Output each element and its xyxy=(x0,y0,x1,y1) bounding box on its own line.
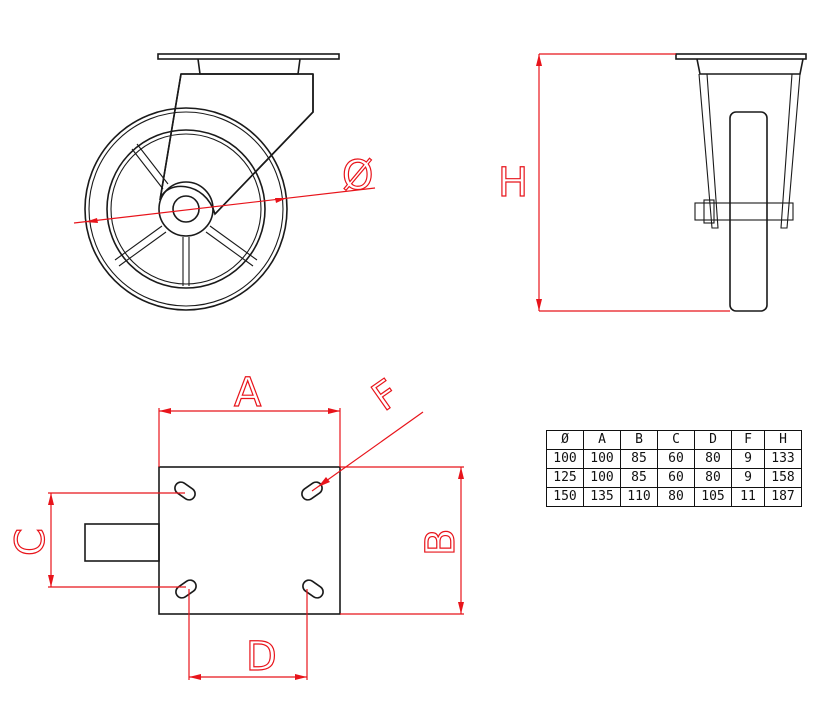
table-cell: 187 xyxy=(764,487,802,507)
d-arrow-left xyxy=(189,674,201,680)
side-wheel-spokes xyxy=(114,143,258,286)
front-wheel xyxy=(729,111,768,312)
table-header-cell: A xyxy=(583,430,621,450)
a-arrow-right xyxy=(328,408,340,414)
table-header-cell: H xyxy=(764,430,802,450)
table-cell: 110 xyxy=(620,487,658,507)
diameter-label: Ø xyxy=(342,153,373,199)
dimension-spec-table: Ø A B C D F H 100 100 85 60 80 9 133 125… xyxy=(546,430,802,507)
table-header-cell: D xyxy=(694,430,732,450)
d-arrow-right xyxy=(295,674,307,680)
plate-stem xyxy=(84,523,160,562)
table-cell: 85 xyxy=(620,468,658,488)
side-wheel-outer xyxy=(84,107,288,311)
plate-outline xyxy=(158,466,341,615)
table-cell: 135 xyxy=(583,487,621,507)
table-cell: 125 xyxy=(546,468,584,488)
plate-mounting-slots xyxy=(174,481,324,599)
diameter-dimension-line xyxy=(73,187,376,224)
table-cell: 105 xyxy=(694,487,732,507)
side-fork xyxy=(159,73,314,215)
plate-view: A B C D F xyxy=(7,369,464,680)
side-view: Ø xyxy=(73,53,376,311)
table-cell: 11 xyxy=(731,487,765,507)
table-header-cell: B xyxy=(620,430,658,450)
a-arrow-left xyxy=(159,408,171,414)
f-label: F xyxy=(364,371,407,420)
table-cell: 85 xyxy=(620,449,658,469)
a-label: A xyxy=(234,370,262,416)
side-top-plate xyxy=(157,53,340,60)
c-arrow-top xyxy=(48,493,54,505)
front-axle xyxy=(694,202,794,221)
b-arrow-top xyxy=(458,467,464,479)
table-cell: 9 xyxy=(731,449,765,469)
b-arrow-bottom xyxy=(458,602,464,614)
table-cell: 150 xyxy=(546,487,584,507)
table-cell: 80 xyxy=(694,449,732,469)
side-wheel-tread-inner xyxy=(88,111,284,307)
table-cell: 80 xyxy=(657,487,695,507)
height-label: H xyxy=(498,160,528,206)
front-plate-mount xyxy=(696,58,804,75)
c-label: C xyxy=(8,528,54,556)
front-axle-nut xyxy=(703,199,715,224)
table-row: 150 135 110 80 105 11 187 xyxy=(546,487,802,507)
front-view: H xyxy=(497,53,807,312)
table-cell: 158 xyxy=(764,468,802,488)
table-header-cell: C xyxy=(657,430,695,450)
table-header-row: Ø A B C D F H xyxy=(546,430,802,450)
f-arrow xyxy=(318,477,330,487)
table-cell: 100 xyxy=(583,449,621,469)
c-arrow-bottom xyxy=(48,575,54,587)
table-cell: 133 xyxy=(764,449,802,469)
table-cell: 60 xyxy=(657,449,695,469)
side-fork-body xyxy=(159,73,314,216)
front-fork-right xyxy=(780,73,801,229)
table-header-cell: Ø xyxy=(546,430,584,450)
f-leader-line xyxy=(311,411,424,492)
table-cell: 100 xyxy=(546,449,584,469)
table-row: 125 100 85 60 80 9 158 xyxy=(546,468,802,488)
table-cell: 60 xyxy=(657,468,695,488)
table-cell: 80 xyxy=(694,468,732,488)
side-wheel-rim-inner xyxy=(110,133,262,285)
side-plate-mount xyxy=(197,58,301,75)
height-arrow-bottom xyxy=(536,299,542,311)
table-cell: 9 xyxy=(731,468,765,488)
front-top-plate xyxy=(675,53,807,60)
table-cell: 100 xyxy=(583,468,621,488)
table-row: 100 100 85 60 80 9 133 xyxy=(546,449,802,469)
front-fork-left xyxy=(698,73,719,229)
side-wheel-rim xyxy=(106,129,266,289)
d-label: D xyxy=(246,634,277,680)
height-arrow-top xyxy=(536,54,542,66)
b-label: B xyxy=(418,529,464,556)
table-header-cell: F xyxy=(731,430,765,450)
diameter-arrow-right xyxy=(275,198,287,203)
diameter-arrow-left xyxy=(85,218,98,223)
